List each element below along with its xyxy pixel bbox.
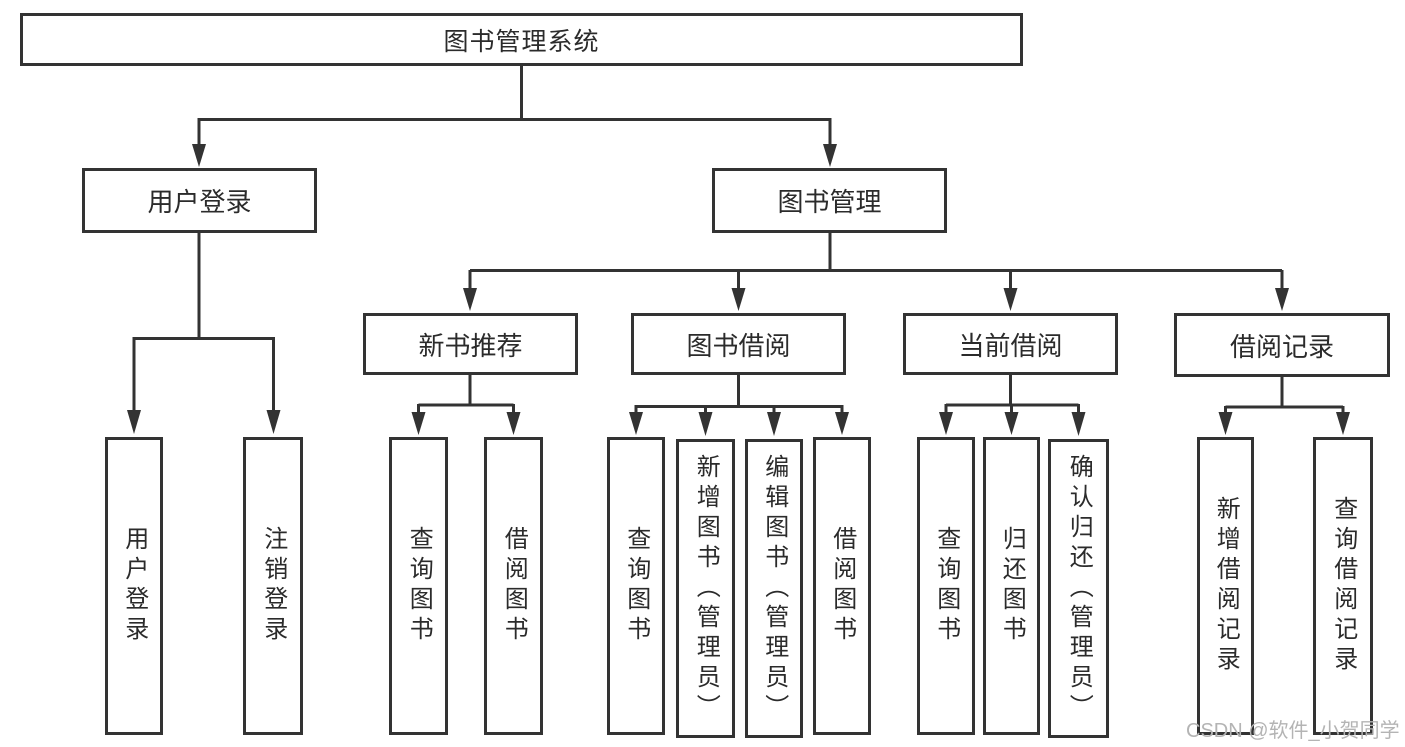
watermark: CSDN @软件_小贺同学 xyxy=(1186,720,1400,742)
node-label: 图书管理 xyxy=(777,187,882,217)
node-label: 查询图书 xyxy=(622,526,650,646)
node-logout-action: 注销登录 xyxy=(243,437,303,735)
node-label: 归还图书 xyxy=(998,526,1026,646)
node-label: 图书借阅 xyxy=(686,330,791,361)
node-label: 查询借阅记录 xyxy=(1329,496,1357,676)
node-user-login: 用户登录 xyxy=(82,168,317,233)
node-new-book-recommend: 新书推荐 xyxy=(363,313,578,375)
node-current-borrow: 当前借阅 xyxy=(903,313,1118,375)
node-borrow-edit-books-admin: 编辑图书（管理员） xyxy=(745,439,803,738)
node-label: 注销登录 xyxy=(259,526,287,646)
node-current-confirm-return-admin: 确认归还（管理员） xyxy=(1048,439,1109,738)
node-label: 新增图书（管理员） xyxy=(692,453,720,724)
node-user-login-action: 用户登录 xyxy=(105,437,163,735)
node-label: 借阅图书 xyxy=(500,526,528,646)
node-label: 借阅图书 xyxy=(828,526,856,646)
node-label: 用户登录 xyxy=(120,526,148,646)
node-label: 新书推荐 xyxy=(418,330,523,361)
node-borrow-query-books: 查询图书 xyxy=(607,437,665,735)
node-records-query-record: 查询借阅记录 xyxy=(1313,437,1373,735)
node-label: 借阅记录 xyxy=(1229,331,1334,362)
node-records-add-record: 新增借阅记录 xyxy=(1197,437,1254,735)
node-label: 当前借阅 xyxy=(958,330,1063,361)
node-rec-borrow-books: 借阅图书 xyxy=(484,437,543,735)
node-borrow-add-books-admin: 新增图书（管理员） xyxy=(676,439,735,738)
node-borrow-borrow-books: 借阅图书 xyxy=(813,437,871,735)
node-book-borrow: 图书借阅 xyxy=(631,313,846,375)
node-rec-query-books: 查询图书 xyxy=(389,437,448,735)
node-label: 图书管理系统 xyxy=(443,27,600,56)
node-label: 查询图书 xyxy=(932,526,960,646)
node-label: 新增借阅记录 xyxy=(1212,496,1240,676)
node-current-query-books: 查询图书 xyxy=(917,437,975,735)
node-borrow-records: 借阅记录 xyxy=(1174,313,1390,377)
node-label: 用户登录 xyxy=(147,187,252,217)
node-library-system: 图书管理系统 xyxy=(20,13,1023,66)
node-current-return-books: 归还图书 xyxy=(983,437,1040,735)
node-label: 确认归还（管理员） xyxy=(1065,453,1093,724)
node-label: 查询图书 xyxy=(405,526,433,646)
node-label: 编辑图书（管理员） xyxy=(760,453,788,724)
node-book-management: 图书管理 xyxy=(712,168,947,233)
